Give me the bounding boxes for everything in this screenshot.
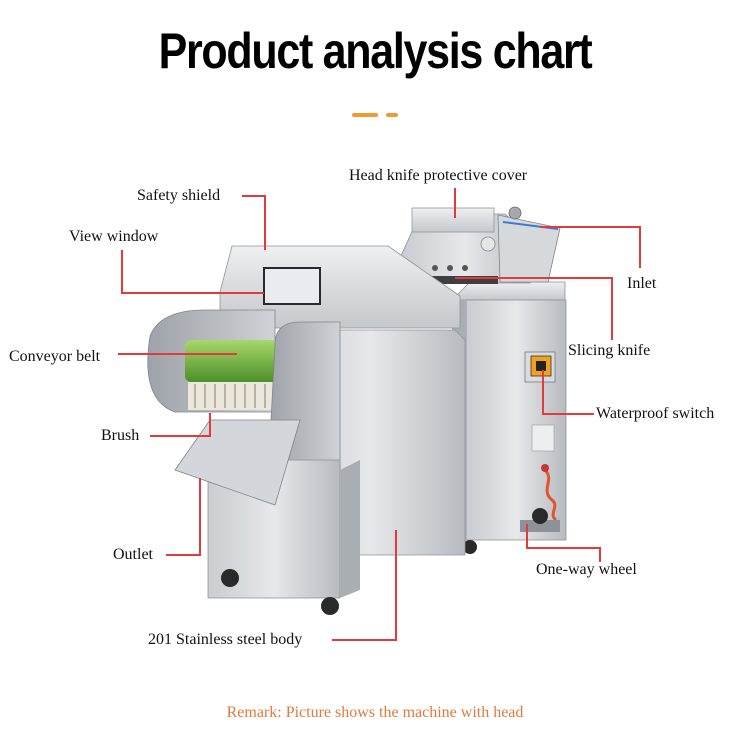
callout-safety-shield	[242, 195, 266, 250]
head-knife-cover	[411, 207, 495, 233]
right-cabinet-top	[451, 281, 566, 301]
front-wheel-left	[221, 569, 239, 587]
callout-outlet	[166, 478, 201, 556]
label-view-window: View window	[69, 228, 159, 245]
label-inlet: Inlet	[627, 275, 657, 292]
conveyor-belt	[185, 340, 285, 382]
title-accent-dash-long	[352, 113, 378, 117]
callout-one-way-wheel	[526, 524, 601, 562]
callout-waterproof-switch	[542, 370, 594, 415]
page-title: Product analysis chart	[158, 23, 593, 79]
remark-note: Remark: Picture shows the machine with h…	[226, 704, 524, 721]
callout-view-window	[121, 250, 264, 294]
right-cabinet-front	[465, 299, 567, 541]
callout-slicing-knife	[455, 277, 613, 340]
callout-inlet	[540, 226, 641, 268]
one-way-wheel	[532, 508, 548, 524]
label-waterproof-switch: Waterproof switch	[596, 405, 715, 422]
inlet-chute	[497, 214, 561, 283]
callout-brush	[150, 413, 211, 437]
spec-plate	[531, 424, 555, 452]
label-slicing-knife: Slicing knife	[568, 342, 651, 359]
label-brush: Brush	[101, 427, 140, 444]
label-safety-shield: Safety shield	[137, 187, 221, 204]
power-cable	[543, 468, 558, 522]
front-wheel-right	[321, 597, 339, 615]
label-one-way-wheel: One-way wheel	[536, 561, 637, 578]
label-outlet: Outlet	[113, 546, 153, 563]
slicing-knife	[420, 276, 498, 284]
label-body: 201 Stainless steel body	[148, 631, 303, 648]
title-accent-dash-short	[386, 113, 398, 117]
label-head-cover: Head knife protective cover	[349, 167, 528, 184]
callout-body	[332, 530, 397, 641]
view-window	[263, 267, 321, 305]
label-conveyor-belt: Conveyor belt	[9, 348, 101, 365]
